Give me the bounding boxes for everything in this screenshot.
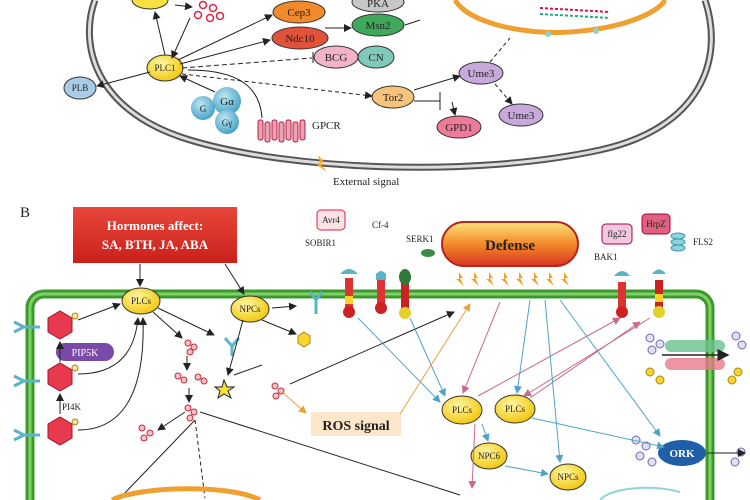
right-channel <box>662 340 730 370</box>
hrpz-label: HrpZ <box>646 219 666 229</box>
sobir1-label: SOBIR1 <box>305 238 336 248</box>
ume3-top-node <box>458 61 504 85</box>
bak1-label: BAK1 <box>594 252 618 262</box>
panel-b-letter: B <box>20 205 30 221</box>
hrpz-box <box>641 213 671 235</box>
external-signal-bolt <box>316 155 327 172</box>
ume3-bottom-label: Ume3 <box>508 110 535 122</box>
plb-label: PLB <box>72 83 89 93</box>
ork-node <box>658 440 706 466</box>
pka-node <box>351 0 405 13</box>
npcs-top-node <box>230 295 270 323</box>
plcs-mid2-node <box>494 394 536 424</box>
panel-a: Cep3 Ndc10 PKA Msn2 BCG CN PLC1 PLB Tor2… <box>63 0 715 188</box>
ip-star <box>213 378 236 400</box>
npc6-label: NPC6 <box>478 451 501 461</box>
phosphoinositide-hexagons <box>47 310 73 446</box>
cep3-label: Cep3 <box>287 7 311 19</box>
bcg-label: BCG <box>325 52 348 64</box>
npcs-top-label: NPCs <box>239 304 261 314</box>
plcs-top-node <box>121 287 161 315</box>
calcium-dots <box>193 0 225 23</box>
nucleus-membrane <box>452 0 668 35</box>
npc6-node <box>470 442 508 470</box>
ork-label: ORK <box>669 448 695 460</box>
bottom-nucleus <box>110 486 262 500</box>
pink-arrows <box>461 301 651 489</box>
plcs-mid2-label: PLCs <box>505 404 526 414</box>
orange-arrows <box>281 303 471 415</box>
panel-b-black-arrows <box>56 263 746 499</box>
cn-label: CN <box>368 52 383 64</box>
hormones-line1: Hormones affect: <box>107 218 203 233</box>
plcs-mid1-label: PLCs <box>452 405 473 415</box>
defense-label: Defense <box>485 238 535 254</box>
hormones-box <box>73 207 237 263</box>
plb-node <box>63 76 97 100</box>
php5k-label: PIP5K <box>72 348 99 359</box>
panel-b: B Hormones affect: SA, BTH, JA, ABA Defe… <box>13 205 747 500</box>
top-yellow-node <box>131 0 169 10</box>
bottom-vacuole <box>599 486 681 500</box>
ndc10-label: Ndc10 <box>285 33 315 45</box>
flg22-box <box>601 223 633 245</box>
npcs-mid-node <box>549 463 587 491</box>
defense-box <box>441 221 579 267</box>
fls2-label: FLS2 <box>693 237 713 247</box>
cf4-label: Cf-4 <box>372 220 389 230</box>
defense-sparks <box>456 272 569 286</box>
serk1-blob <box>421 249 435 257</box>
flg22-label: flg22 <box>608 229 627 239</box>
blue-arrows <box>357 299 665 477</box>
second-messengers <box>138 339 285 442</box>
plcs-mid1-node <box>441 395 483 425</box>
hormones-line2: SA, BTH, JA, ABA <box>102 237 209 252</box>
left-channels <box>13 320 40 442</box>
avr4-label: Avr4 <box>322 215 340 225</box>
gpd1-node <box>436 115 482 139</box>
ros-label: ROS signal <box>322 419 389 434</box>
msn2-node <box>351 13 405 37</box>
g-alpha-label: Gα <box>220 96 234 108</box>
right-dots <box>631 331 747 467</box>
cn-node <box>357 45 395 69</box>
avr4-box <box>316 209 346 231</box>
msn2-label: Msn2 <box>365 20 390 32</box>
gpcr-receptor <box>257 119 306 143</box>
ume3-bottom-node <box>498 103 544 127</box>
pka-label: PKA <box>367 0 389 10</box>
panel-a-arrows <box>96 2 513 119</box>
g-gamma-label: Gγ <box>222 118 232 128</box>
ndc10-node <box>271 26 329 50</box>
g-gamma-ball <box>215 110 239 134</box>
external-signal-label: External signal <box>333 176 399 188</box>
right-yellow-dots <box>645 367 743 385</box>
plc1-label: PLC1 <box>154 63 175 73</box>
tor2-label: Tor2 <box>383 92 404 104</box>
g-left-label: G <box>200 104 207 114</box>
serk1-label: SERK1 <box>406 234 434 244</box>
gpcr-label: GPCR <box>312 120 341 132</box>
g-beta-ball <box>191 96 215 120</box>
gpd1-label: GPD1 <box>445 122 473 134</box>
plcs-top-label: PLCs <box>131 296 152 306</box>
cep3-node <box>272 0 326 24</box>
ume3-top-label: Ume3 <box>468 68 495 80</box>
g-alpha-ball <box>213 87 241 115</box>
membrane-receptors <box>308 269 666 319</box>
php5k-box <box>56 343 114 361</box>
phosphate-dots <box>71 312 79 426</box>
npcs-mid-label: NPCs <box>557 472 579 482</box>
fls2-stack <box>670 232 686 252</box>
ros-box <box>311 412 401 436</box>
channel-y <box>223 337 241 356</box>
pi4k-label: PI4K <box>62 402 82 412</box>
pa-hexagon <box>297 331 311 348</box>
